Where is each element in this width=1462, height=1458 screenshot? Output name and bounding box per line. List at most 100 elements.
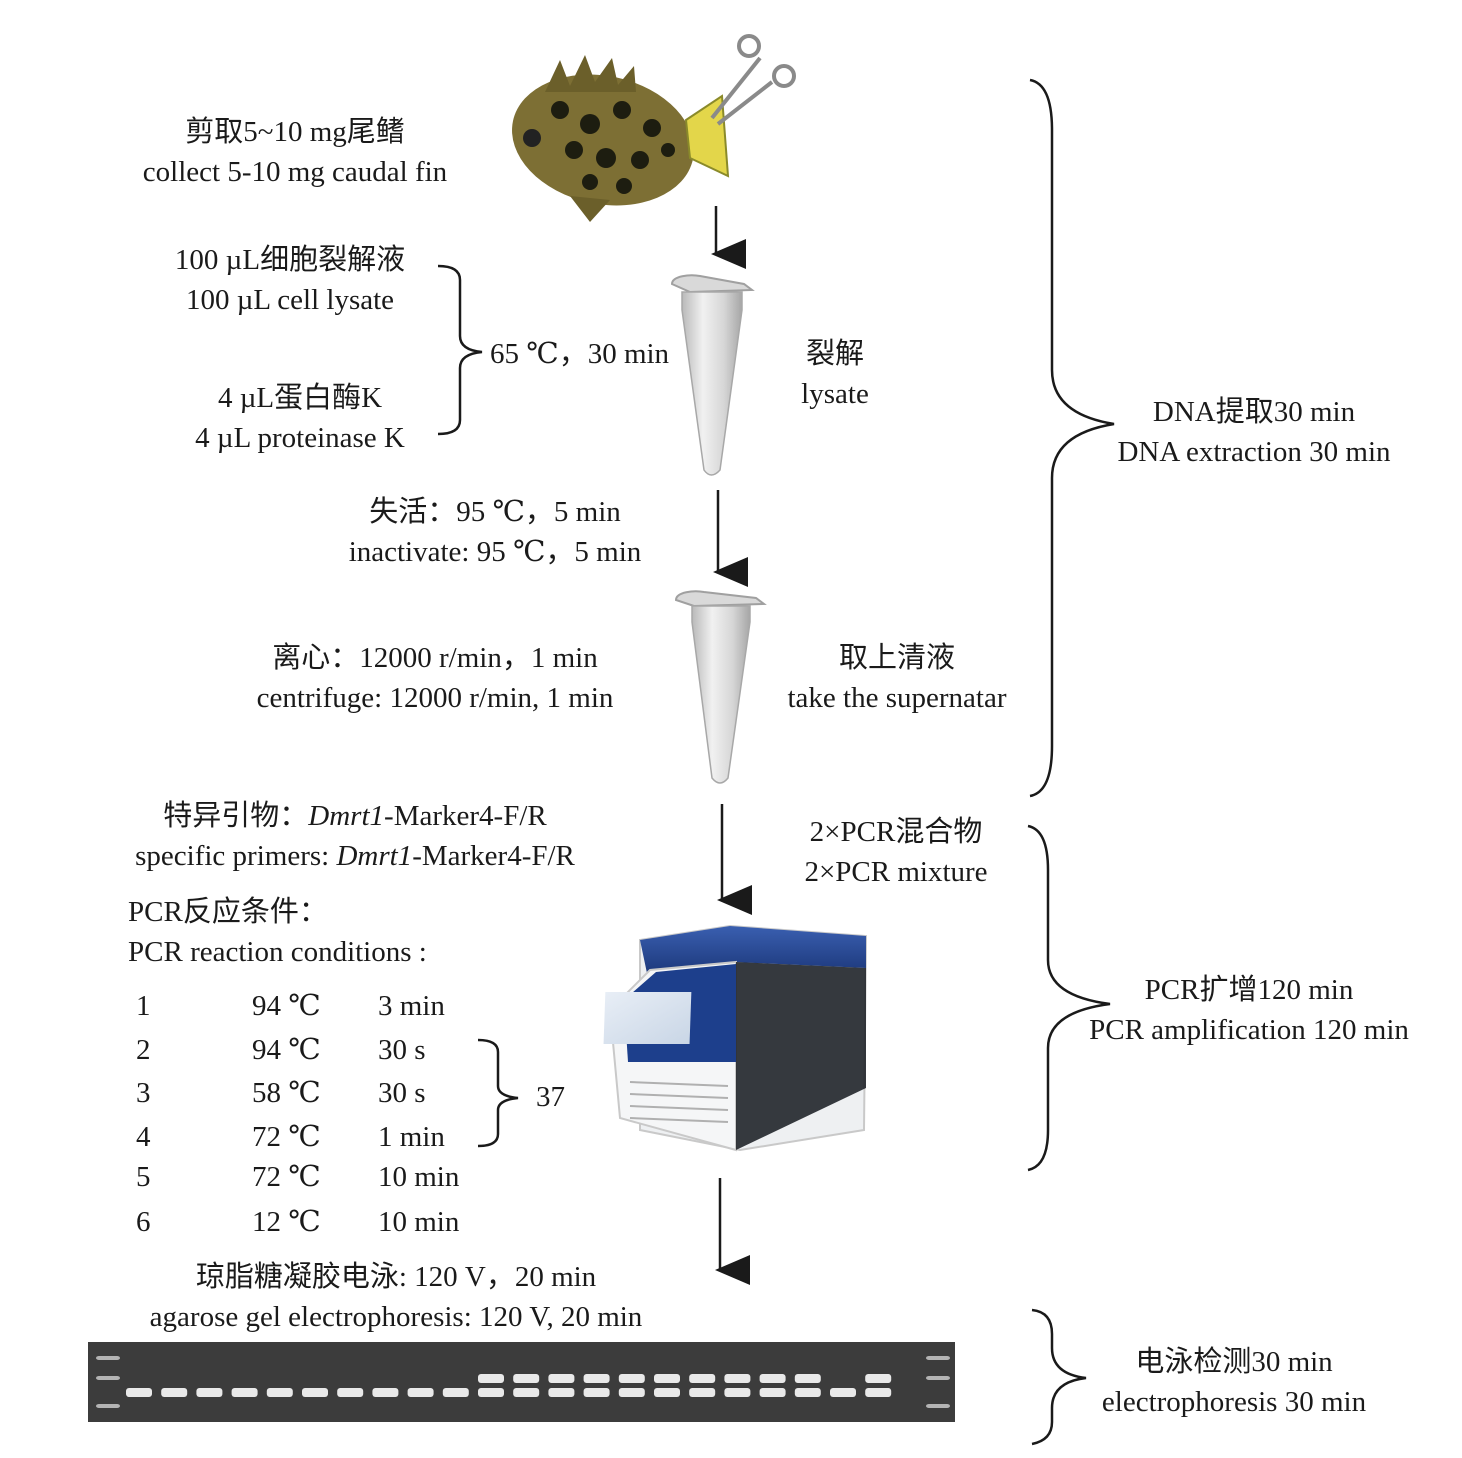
pcr-step-time: 30 s — [378, 1034, 426, 1066]
sample-band — [689, 1388, 716, 1397]
pcr-conditions-cn: PCR反应条件： — [128, 896, 328, 928]
pcr-mixture-cn: 2×PCR混合物 — [809, 816, 983, 848]
fin-collection-cn: 剪取5~10 mg尾鳍 — [185, 116, 405, 148]
sample-band — [724, 1374, 751, 1383]
inactivation-en: inactivate: 95 ℃，5 min — [348, 536, 642, 568]
pcr-step-number: 4 — [136, 1121, 151, 1153]
cycle-count: 37 — [536, 1081, 565, 1113]
sample-band — [689, 1374, 716, 1383]
sample-band — [478, 1388, 504, 1397]
supernatant-cn: 取上清液 — [838, 642, 955, 674]
sample-band — [654, 1374, 680, 1383]
primers-cn: 特异引物：Dmrt1-Marker4-F/R — [90, 796, 620, 836]
fin-collection-en: collect 5-10 mg caudal fin — [142, 156, 448, 188]
sample-band — [513, 1374, 540, 1383]
centrifuge-en: centrifuge: 12000 r/min, 1 min — [256, 682, 614, 714]
pcr-step-temp: 94 ℃ — [252, 1034, 321, 1066]
pcr-brace — [1027, 824, 1111, 1172]
ladder-band — [926, 1404, 950, 1408]
sample-band — [865, 1374, 892, 1383]
sample-band — [372, 1388, 399, 1397]
pcr-step-time: 10 min — [378, 1161, 460, 1193]
centrifuge-cn: 离心：12000 r/min，1 min — [272, 642, 598, 674]
primers-en: specific primers: Dmrt1-Marker4-F/R — [90, 836, 620, 876]
centrifuge-label: 离心：12000 r/min，1 min centrifuge: 12000 r… — [210, 638, 660, 718]
pcr-step-temp: 72 ℃ — [252, 1121, 321, 1153]
proteinase-k-label: 4 µL蛋白酶K 4 µL proteinase K — [160, 378, 440, 458]
primers-en-marker: -Marker4-F/R — [412, 840, 575, 872]
cell-lysate-label: 100 µL细胞裂解液 100 µL cell lysate — [140, 240, 440, 320]
pcr-step-time: 30 s — [378, 1077, 426, 1109]
pcr-step-number: 3 — [136, 1077, 151, 1109]
ladder-band — [96, 1376, 120, 1380]
inactivation-label: 失活：95 ℃，5 min inactivate: 95 ℃，5 min — [300, 492, 690, 572]
cell-lysate-en: 100 µL cell lysate — [185, 284, 395, 316]
pcr-conditions-en: PCR reaction conditions : — [128, 936, 427, 968]
sample-band — [302, 1388, 328, 1397]
sample-band — [126, 1388, 152, 1397]
pcr-step-temp: 58 ℃ — [252, 1077, 321, 1109]
sample-band — [231, 1388, 258, 1397]
dna-extraction-phase-en: DNA extraction 30 min — [1117, 436, 1391, 468]
pcr-mixture-label: 2×PCR混合物 2×PCR mixture — [778, 812, 1014, 892]
sample-band — [548, 1388, 575, 1397]
sample-band — [654, 1388, 680, 1397]
electrophoresis-brace — [1031, 1308, 1087, 1446]
primers-cn-gene: Dmrt1 — [308, 800, 385, 832]
sample-band — [161, 1388, 188, 1397]
pcr-machine-icon — [603, 924, 868, 1152]
sample-band — [724, 1388, 751, 1397]
sample-band — [759, 1388, 786, 1397]
flow-arrows — [711, 206, 752, 1285]
sample-band — [794, 1374, 821, 1383]
sample-band — [442, 1388, 469, 1397]
ladder-band — [926, 1356, 950, 1360]
dna-extraction-brace — [1029, 78, 1115, 798]
electrophoresis-phase-cn: 电泳检测30 min — [1135, 1346, 1333, 1378]
sample-band — [196, 1388, 223, 1397]
pcr-phase-cn: PCR扩增120 min — [1144, 974, 1354, 1006]
gel-image — [88, 1342, 955, 1422]
sample-band — [513, 1388, 540, 1397]
pcr-step-time: 3 min — [378, 990, 445, 1022]
gel-condition-label: 琼脂糖凝胶电泳: 120 V，20 min agarose gel electr… — [96, 1257, 696, 1337]
gel-condition-en: agarose gel electrophoresis: 120 V, 20 m… — [149, 1301, 643, 1333]
pcr-step-number: 6 — [136, 1206, 151, 1238]
sample-band — [794, 1388, 821, 1397]
primers-label: 特异引物：Dmrt1-Marker4-F/R specific primers:… — [90, 796, 620, 876]
supernatant-en: take the supernatar — [787, 682, 1007, 714]
pcr-phase: PCR扩增120 min PCR amplification 120 min — [1060, 970, 1438, 1050]
lysis-label: 裂解 lysate — [770, 334, 900, 414]
electrophoresis-phase: 电泳检测30 min electrophoresis 30 min — [1074, 1342, 1394, 1422]
primers-cn-marker: -Marker4-F/R — [384, 800, 547, 832]
pcr-mixture-en: 2×PCR mixture — [804, 856, 988, 888]
inactivation-cn: 失活：95 ℃，5 min — [369, 496, 621, 528]
dna-extraction-phase: DNA提取30 min DNA extraction 30 min — [1086, 392, 1422, 472]
sample-band — [618, 1388, 645, 1397]
tube-icon — [674, 590, 767, 784]
pcr-step-temp: 12 ℃ — [252, 1206, 321, 1238]
lysis-cn: 裂解 — [805, 338, 864, 370]
proteinase-k-en: 4 µL proteinase K — [195, 422, 405, 454]
fish-icon — [512, 55, 730, 222]
cycle-bracket — [477, 1038, 519, 1148]
sample-band — [548, 1374, 575, 1383]
incubation-condition: 65 ℃，30 min — [490, 338, 670, 370]
sample-band — [583, 1388, 610, 1397]
proteinase-k-cn: 4 µL蛋白酶K — [217, 382, 383, 414]
ladder-band — [96, 1356, 120, 1360]
pcr-step-number: 2 — [136, 1034, 151, 1066]
pcr-phase-en: PCR amplification 120 min — [1089, 1014, 1409, 1046]
ladder-band — [96, 1404, 120, 1408]
supernatant-label: 取上清液 take the supernatar — [762, 638, 1032, 718]
pcr-conditions-title: PCR反应条件： PCR reaction conditions : — [128, 892, 427, 972]
fin-collection-label: 剪取5~10 mg尾鳍 collect 5-10 mg caudal fin — [100, 112, 490, 192]
pcr-step-temp: 72 ℃ — [252, 1161, 321, 1193]
sample-band — [266, 1388, 293, 1397]
pcr-step-number: 1 — [136, 990, 151, 1022]
electrophoresis-phase-en: electrophoresis 30 min — [1101, 1386, 1367, 1418]
primers-cn-prefix: 特异引物： — [163, 800, 309, 832]
sample-band — [830, 1388, 856, 1397]
cell-lysate-cn: 100 µL细胞裂解液 — [174, 244, 406, 276]
primers-en-gene: Dmrt1 — [336, 840, 413, 872]
